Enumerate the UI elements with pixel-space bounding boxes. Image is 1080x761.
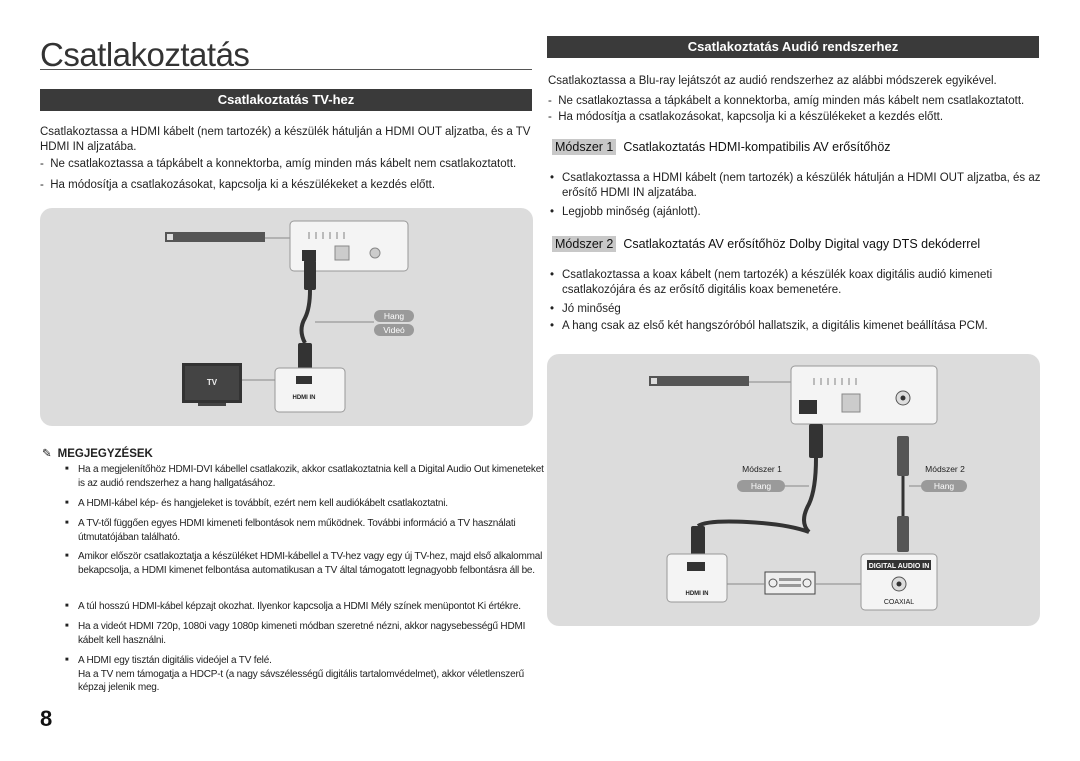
hang-label: Hang (384, 311, 405, 321)
method2-bullet: Jó minőség (550, 302, 1055, 317)
hdmi-plug-top-icon (304, 260, 316, 290)
hdmi-plug-bottom-icon (298, 343, 312, 371)
audio-diagram-svg: Módszer 1 Hang Módszer 2 Hang HDMI IN DI… (649, 365, 967, 611)
audio-dash-2: - Ha módosítja a csatlakozásokat, kapcso… (548, 111, 944, 123)
tv-hdmi-in-label: HDMI IN (293, 395, 316, 401)
notes-heading: ✎MEGJEGYZÉSEK (42, 448, 153, 460)
hdmi-plug-top-icon (809, 424, 823, 458)
note-item: A HDMI-kábel kép- és hangjeleket is tová… (64, 497, 546, 511)
title-divider (40, 69, 532, 70)
tv-dash-1: - Ne csatlakoztassa a tápkábelt a konnek… (40, 158, 517, 170)
method2-diagram-label: Módszer 2 (925, 464, 965, 474)
hang-tag-icon (374, 310, 414, 322)
pencil-icon: ✎ (42, 448, 52, 460)
note-item: A TV-től függően egyes HDMI kimeneti fel… (64, 517, 546, 544)
hdmi-out-port-icon (799, 400, 817, 414)
audio-connection-diagram: Módszer 1 Hang Módszer 2 Hang HDMI IN DI… (547, 354, 1040, 626)
digital-audio-in-label: DIGITAL AUDIO IN (869, 563, 930, 570)
player-back-panel-icon (790, 365, 938, 425)
method2-heading: Módszer 2 Csatlakoztatás AV erősítőhöz D… (552, 236, 1044, 252)
audio-dash-1: - Ne csatlakoztassa a tápkábelt a konnek… (548, 95, 1025, 107)
hdmi-in-port-icon (296, 376, 312, 384)
note-item: Ha a megjelenítőhöz HDMI-DVI kábellel cs… (64, 463, 546, 490)
method1-diagram-label: Módszer 1 (742, 464, 782, 474)
tv-intro: Csatlakoztassa a HDMI kábelt (nem tartoz… (40, 126, 531, 153)
method2-bullet: Csatlakoztassa a koax kábelt (nem tartoz… (550, 268, 1055, 298)
tv-dash-2: - Ha módosítja a csatlakozásokat, kapcso… (40, 179, 436, 191)
tv-label: TV (207, 378, 218, 387)
hang1-label: Hang (751, 481, 772, 491)
coaxial-label: COAXIAL (884, 599, 914, 606)
method1-bullet: Legjobb minőség (ajánlott). (550, 205, 1055, 220)
av-receiver-icon (764, 571, 816, 595)
receiver-hdmi-panel-icon (666, 553, 728, 603)
method1-tag: Módszer 1 (552, 139, 617, 155)
method1-heading: Módszer 1 Csatlakoztatás HDMI-kompatibil… (552, 139, 1042, 155)
tv-section-heading: Csatlakoztatás TV-hez (40, 89, 532, 111)
tv-connection-diagram: HDMI IN TV Hang Videó (40, 208, 533, 426)
method1-bullet: Csatlakoztassa a HDMI kábelt (nem tartoz… (550, 171, 1055, 201)
tv-back-panel-icon (274, 367, 346, 413)
coax-plug-bottom-icon (897, 516, 909, 552)
note-item: Ha a videót HDMI 720p, 1080i vagy 1080p … (64, 620, 546, 647)
bluray-player-icon (649, 376, 749, 386)
receiver-hdmi-in-label: HDMI IN (686, 591, 709, 597)
audio-section-heading: Csatlakoztatás Audió rendszerhez (547, 36, 1039, 58)
hang1-tag-icon (737, 480, 785, 492)
note-item: A HDMI egy tisztán digitális videójel a … (64, 654, 546, 695)
video-label: Videó (383, 325, 405, 335)
video-tag-icon (374, 324, 414, 336)
hdmi-plug-bottom-icon (691, 526, 705, 556)
page-number: 8 (40, 706, 53, 731)
tv-diagram-svg: HDMI IN TV Hang Videó (165, 220, 414, 413)
method2-tag: Módszer 2 (552, 236, 617, 252)
page-title: Csatlakoztatás (40, 36, 250, 73)
method2-bullet: A hang csak az első két hangszóróból hal… (550, 319, 1055, 334)
note-item: Amikor először csatlakoztatja a készülék… (64, 550, 546, 577)
hang2-label: Hang (934, 481, 955, 491)
coax-plug-top-icon (897, 436, 909, 476)
bluray-player-icon (165, 232, 265, 242)
note-item: A túl hosszú HDMI-kábel képzajt okozhat.… (64, 600, 546, 614)
hang2-tag-icon (921, 480, 967, 492)
audio-intro: Csatlakoztassa a Blu-ray lejátszót az au… (548, 75, 997, 87)
hdmi-out-port-icon (302, 250, 316, 261)
hdmi-in-port-icon (687, 562, 705, 571)
